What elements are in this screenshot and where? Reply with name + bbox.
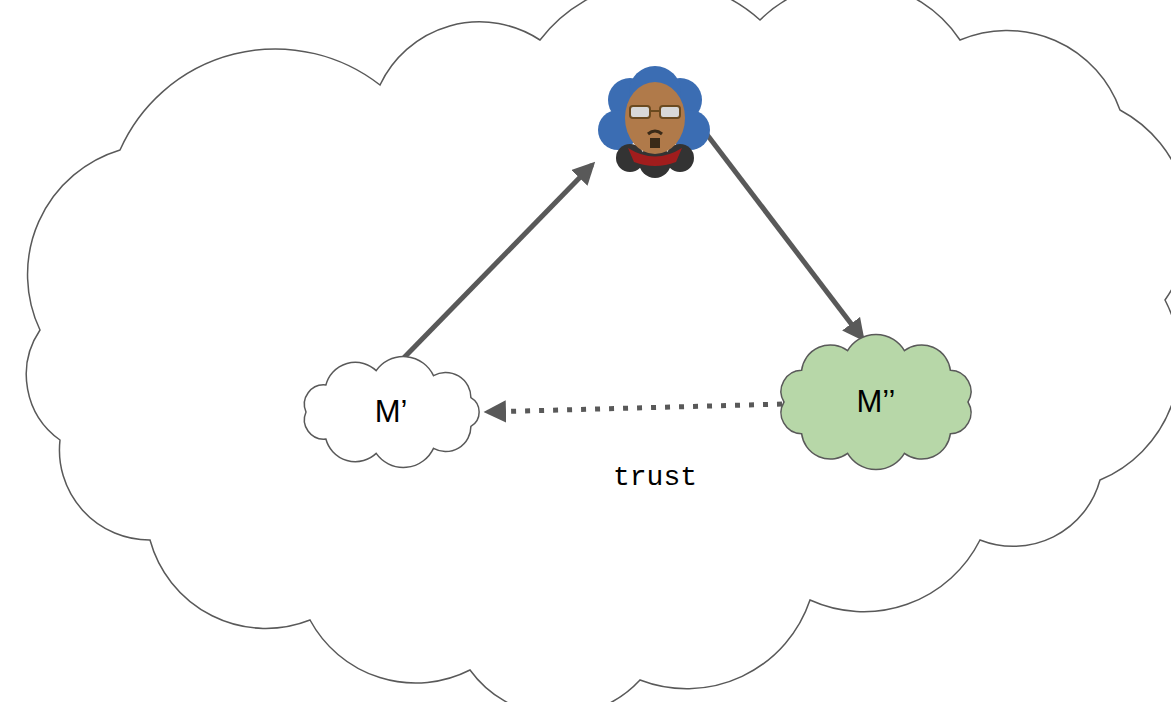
- edge-label: trust: [610, 462, 700, 493]
- big-cloud: [26, 0, 1171, 702]
- arrow-to-person: [390, 165, 592, 372]
- node-label: M’: [375, 394, 408, 430]
- person-avatar: [598, 66, 710, 178]
- trust-connector: [488, 404, 782, 412]
- node-label: M’’: [856, 384, 895, 420]
- arrow-from-person: [702, 128, 862, 338]
- cloud-node: M’’: [776, 340, 976, 464]
- cloud-node: M’: [298, 362, 484, 462]
